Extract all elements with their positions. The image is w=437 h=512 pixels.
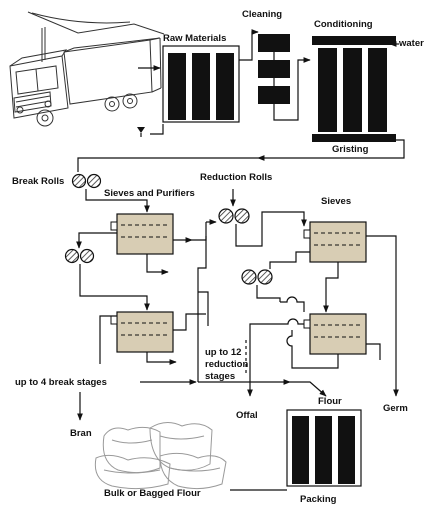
label-flour: Flour [318, 396, 342, 407]
label-offal: Offal [236, 410, 258, 421]
to-break-rolls-line [77, 157, 258, 172]
label-sieves: Sieves [321, 196, 351, 207]
sieve-upper-down-arrow [323, 262, 339, 313]
label-germ: Germ [383, 403, 408, 414]
germ-arrow [366, 235, 399, 397]
hopper-icon [137, 127, 145, 133]
label-packing: Packing [300, 494, 337, 505]
gristing-to-break-arrow [257, 139, 405, 161]
crossover-line [198, 291, 209, 326]
label-up-to-12-line1: up to 12 [205, 347, 241, 358]
central-collector-line [197, 236, 207, 382]
conditioning-silos [312, 36, 396, 142]
break-rolls-2 [64, 248, 95, 264]
label-up-to-12-line3: stages [205, 371, 235, 382]
raw-to-cleaning-arrow [239, 29, 259, 61]
sifter1-down-arrow [146, 254, 169, 275]
label-up-to-4-break: up to 4 break stages [15, 377, 107, 388]
label-sieves-purifiers: Sieves and Purifiers [104, 188, 195, 199]
label-gristing: Gristing [332, 144, 369, 155]
sifter-1 [110, 213, 174, 255]
label-bran: Bran [70, 428, 92, 439]
raw-outlet-line [150, 124, 164, 135]
label-cleaning: Cleaning [242, 9, 282, 20]
sifter2-left-line [99, 315, 117, 364]
label-bulk-or-bagged: Bulk or Bagged Flour [104, 488, 201, 499]
sifter2-down-arrow [146, 352, 177, 365]
label-raw-materials: Raw Materials [163, 33, 226, 44]
rolls2-down-line [256, 285, 281, 302]
sifter1-to-break2-arrow [76, 232, 117, 249]
label-conditioning: Conditioning [314, 19, 373, 30]
reduction-rolls-1 [218, 208, 250, 224]
sifter-2 [110, 311, 174, 353]
break-rolls-1 [71, 173, 102, 189]
sieves-upper [303, 221, 367, 263]
label-water: water [398, 38, 424, 49]
truck-illustration [9, 11, 165, 127]
sieve-lower-left-line [249, 318, 304, 380]
label-up-to-12-line2: reduction [205, 359, 248, 370]
raw-materials-silos [162, 45, 240, 123]
break-to-sifter-arrow [85, 189, 150, 213]
cleaning-to-conditioning-arrow [273, 57, 311, 121]
packing-silos [286, 409, 362, 487]
sieve-lower-down-line [286, 330, 339, 369]
flour-bags-illustration [94, 422, 227, 490]
reduction-rolls-2 [241, 269, 273, 285]
break2-to-sifter2-arrow [79, 264, 150, 311]
reduction-to-sieves-arrow [235, 211, 307, 247]
label-reduction-rolls: Reduction Rolls [200, 172, 272, 183]
sieve-to-rolls2-line [269, 251, 310, 269]
hop-line-1 [280, 296, 305, 312]
flour-collect-arrow [290, 381, 327, 397]
sieves-lower [303, 313, 367, 355]
label-break-rolls: Break Rolls [12, 176, 64, 187]
cleaning-units [258, 34, 290, 104]
sifter2-right-line [173, 313, 206, 331]
